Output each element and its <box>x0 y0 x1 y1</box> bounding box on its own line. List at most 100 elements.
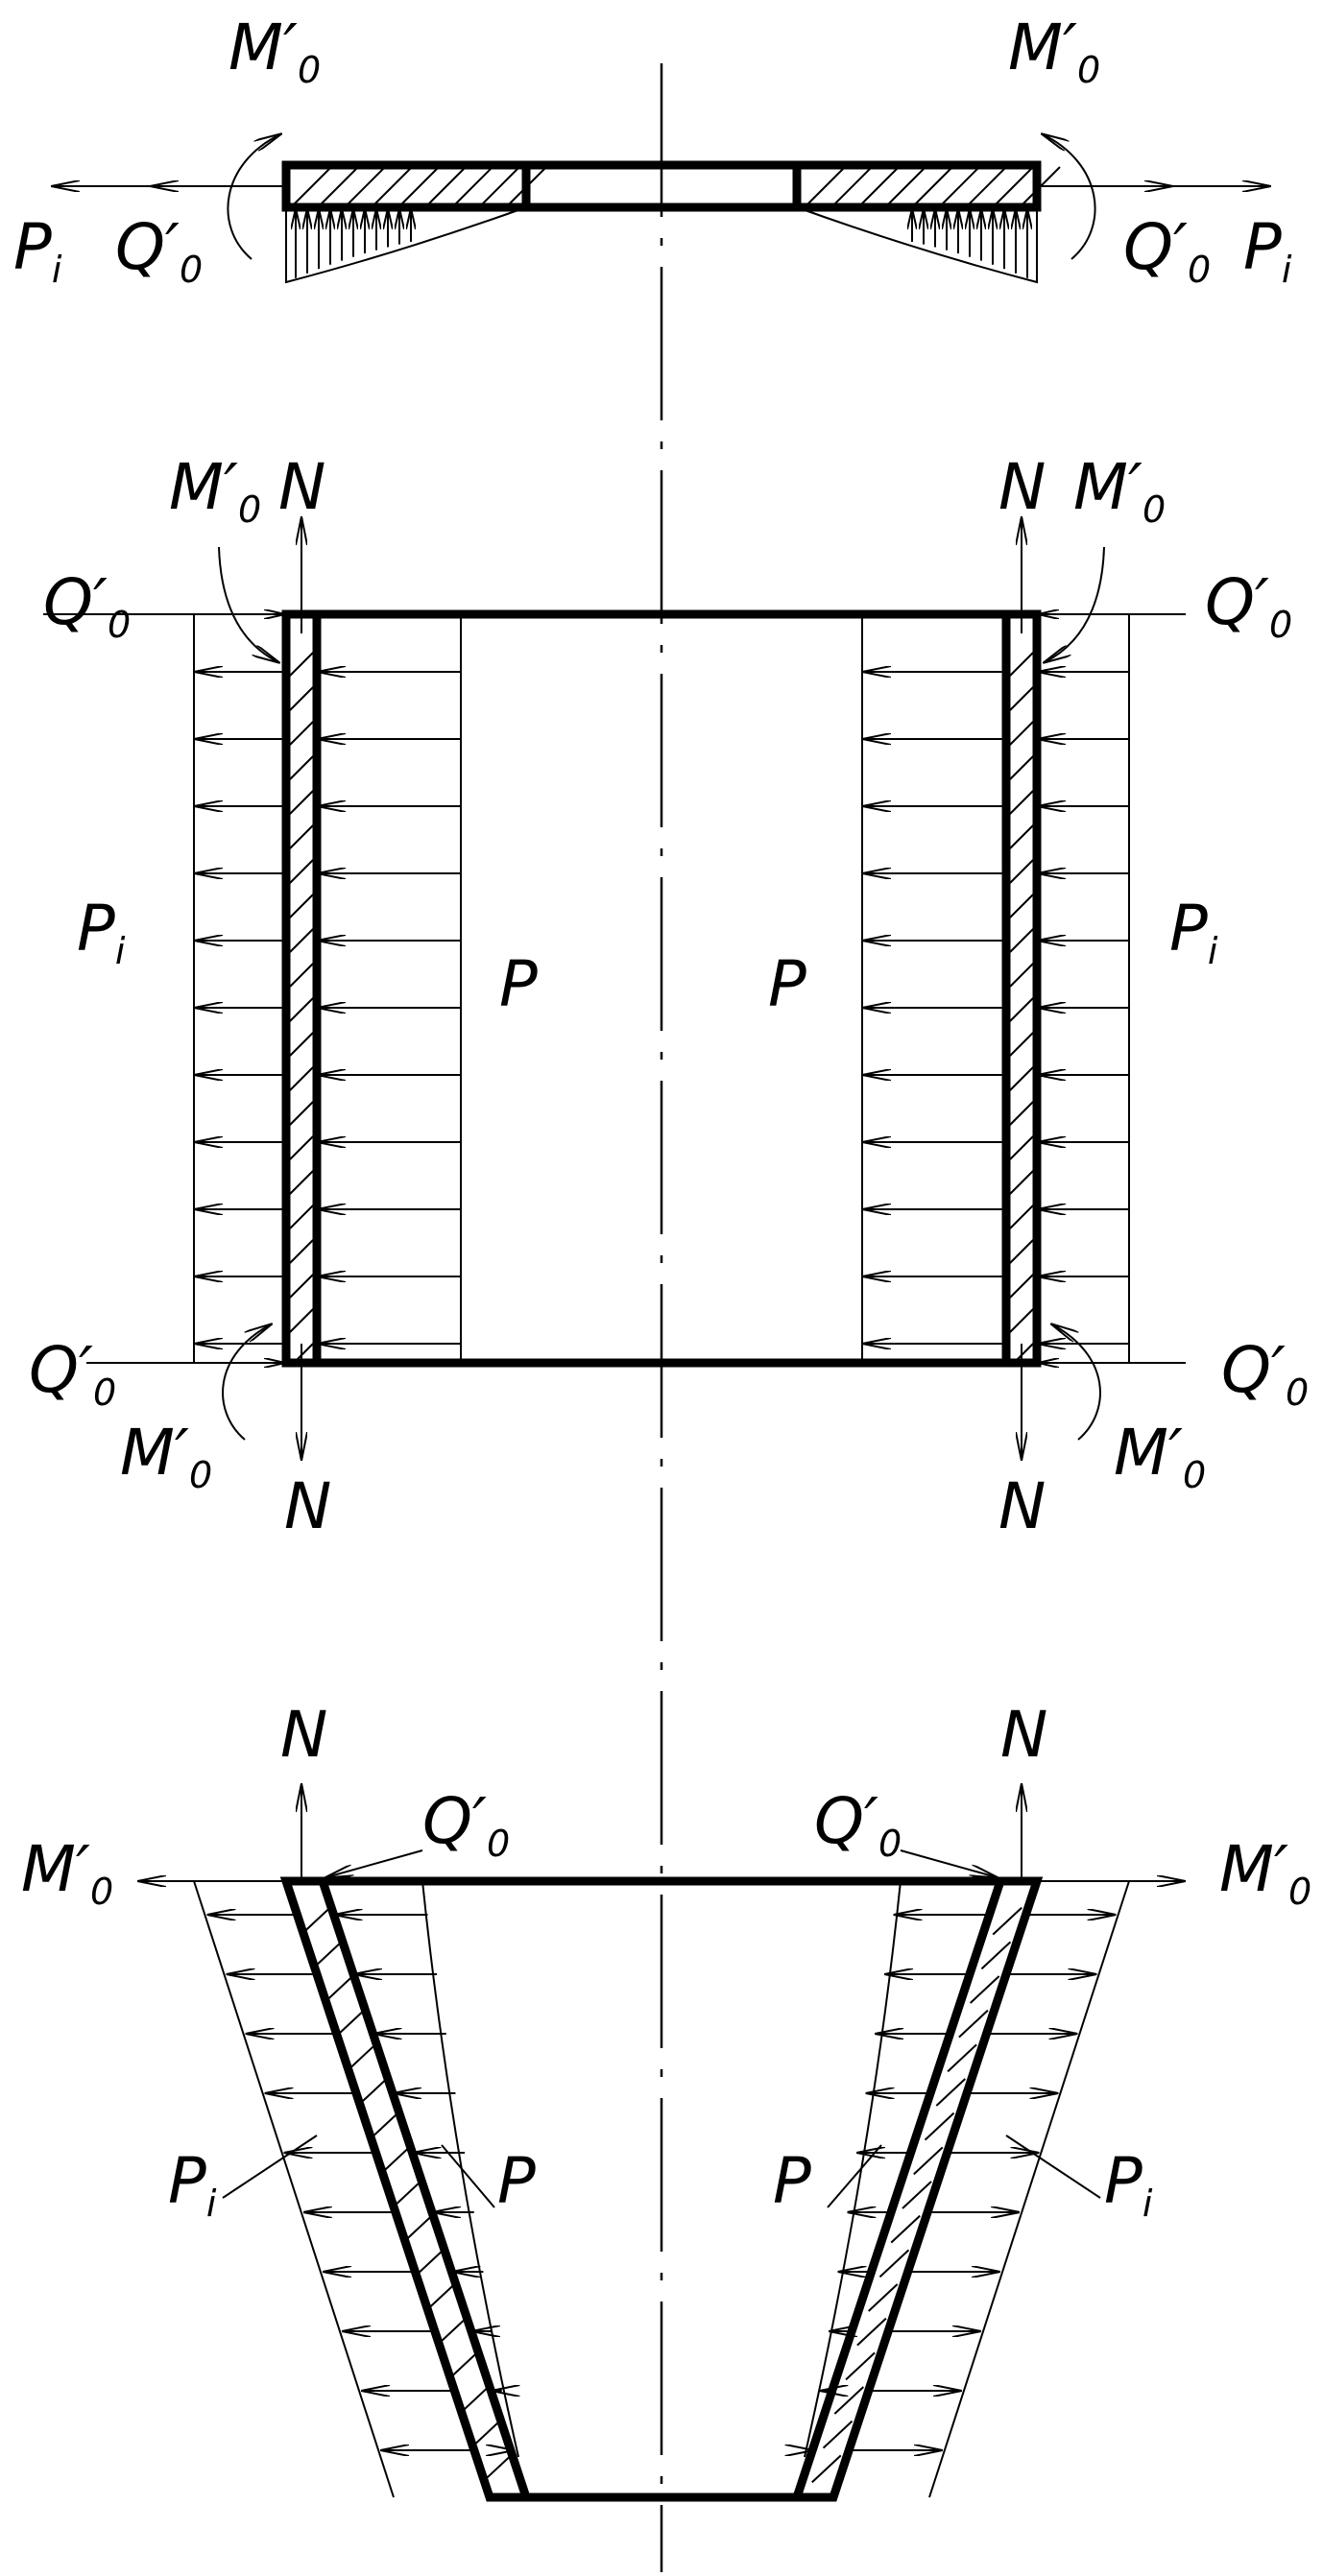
cone-load-arrows <box>208 1915 1114 2450</box>
hatch-line <box>940 166 980 206</box>
hatch-line <box>373 166 413 206</box>
cone-wall-hatching <box>301 1906 1022 2484</box>
hatch-line <box>1009 824 1034 849</box>
hatch-line <box>289 686 314 711</box>
cyl-pressure-outer-label-right: Pi <box>1169 892 1218 972</box>
cyl-moment-top-left <box>218 546 278 662</box>
cone-outer-envelope-left <box>193 1880 395 2498</box>
hatch-line <box>890 2214 921 2244</box>
cyl-axial-label-top-right: N <box>998 450 1046 524</box>
hatch-line <box>289 755 314 780</box>
plate-shear-label-left: Q′0 <box>115 210 203 291</box>
hatch-line <box>886 166 926 206</box>
hatch-line <box>368 2111 399 2141</box>
hatch-line <box>832 166 873 206</box>
cone-leader-inner-left <box>441 2144 495 2208</box>
hatch-line <box>1009 1274 1034 1299</box>
cone-moment-label-right: M′0 <box>1219 1832 1311 1913</box>
hatch-line <box>1009 1308 1034 1333</box>
plate-load-envelope-right <box>796 206 1038 284</box>
hatch-line <box>289 1101 314 1126</box>
plate-moment-left <box>227 134 280 260</box>
hatch-line <box>481 2454 512 2484</box>
cone-leader-inner-right <box>827 2144 882 2208</box>
hatch-line <box>289 824 314 849</box>
cyl-axial-label-bottom-left: N <box>284 1469 331 1543</box>
hatch-line <box>289 1066 314 1091</box>
hatch-line <box>469 2420 501 2449</box>
plate-pressure-label-left: Pi <box>13 210 62 291</box>
cone-pressure-inner-label-right: P <box>773 2144 811 2218</box>
cone-axial-label-right: N <box>1000 1698 1047 1772</box>
hatch-line <box>811 2454 842 2484</box>
hatch-line <box>1009 997 1034 1022</box>
cone-pressure-outer-label-left: Pi <box>168 2144 217 2225</box>
hatch-line <box>413 2249 445 2278</box>
hatch-line <box>447 2351 478 2381</box>
hatch-line <box>346 166 386 206</box>
cone-moment-label-left: M′0 <box>21 1832 113 1913</box>
hatch-line <box>289 1170 314 1195</box>
hatch-line <box>1009 652 1034 677</box>
cone-shear-arrow-left <box>326 1849 423 1877</box>
cylinder-wall-hatching <box>289 652 1034 1368</box>
plate-load-arrows <box>296 209 1027 278</box>
cyl-moment-bottom-right <box>1052 1324 1101 1441</box>
hatch-line <box>458 2386 490 2415</box>
hatch-line <box>859 166 900 206</box>
hatch-line <box>1009 1135 1034 1160</box>
hatch-line <box>1009 859 1034 884</box>
hatch-line <box>1009 1239 1034 1264</box>
hatch-line <box>902 2181 932 2209</box>
cone-pressure-inner-label-left: P <box>497 2144 536 2218</box>
hatch-line <box>311 1941 343 1970</box>
hatch-line <box>289 1274 314 1299</box>
cone-shear-label-right: Q′0 <box>814 1784 902 1865</box>
cyl-moment-label-top-left: M′0 <box>169 450 261 531</box>
hatch-line <box>1009 963 1034 988</box>
hatch-line <box>289 1032 314 1057</box>
hatch-line <box>426 166 467 206</box>
plate-shear-label-right: Q′0 <box>1123 210 1211 291</box>
hatch-line <box>289 1135 314 1160</box>
hatch-line <box>379 2146 410 2176</box>
hatch-line <box>391 2181 421 2209</box>
hatch-line <box>399 166 440 206</box>
hatch-line <box>424 2283 456 2312</box>
cone-section: N N Q′0 Q′0 M′0 M′0 Pi P P Pi <box>21 1698 1311 2502</box>
plate-pressure-label-right: Pi <box>1243 210 1292 291</box>
cyl-moment-label-top-right: M′0 <box>1073 450 1166 531</box>
hatch-line <box>301 1906 331 1936</box>
plate-load-envelope-left <box>285 206 527 284</box>
hatch-line <box>822 2420 854 2449</box>
hatch-line <box>980 1941 1012 1970</box>
cyl-pressure-inner-label-left: P <box>499 947 538 1021</box>
cone-shear-label-left: Q′0 <box>422 1784 510 1865</box>
hatch-line <box>992 1906 1022 1936</box>
plate-moment-label-left: M′0 <box>229 11 321 91</box>
cone-inner-envelope-right <box>804 1880 902 2458</box>
plate-moment-label-right: M′0 <box>1008 11 1100 91</box>
cyl-moment-label-bottom-right: M′0 <box>1114 1416 1206 1496</box>
cyl-moment-bottom-left <box>222 1324 271 1441</box>
cyl-moment-label-bottom-left: M′0 <box>120 1416 212 1496</box>
hatch-line <box>334 2009 365 2039</box>
hatch-line <box>1009 1066 1034 1091</box>
hatch-line <box>289 790 314 815</box>
hatch-line <box>1009 755 1034 780</box>
hatch-line <box>507 166 547 206</box>
hatch-line <box>1009 1032 1034 1057</box>
hatch-line <box>289 652 314 677</box>
hatch-line <box>480 166 520 206</box>
hatch-line <box>292 166 332 206</box>
hatch-line <box>967 166 1007 206</box>
hatch-line <box>806 166 846 206</box>
hatch-line <box>867 2283 899 2312</box>
hatch-line <box>1009 721 1034 746</box>
cone-shear-arrow-right <box>900 1849 997 1877</box>
cone-outer-envelope-right <box>928 1880 1130 2498</box>
plate-section: M′0 M′0 Pi Q′0 Q′0 Pi <box>13 11 1292 291</box>
cone-pressure-outer-label-right: Pi <box>1104 2144 1153 2225</box>
hatch-line <box>1009 928 1034 953</box>
